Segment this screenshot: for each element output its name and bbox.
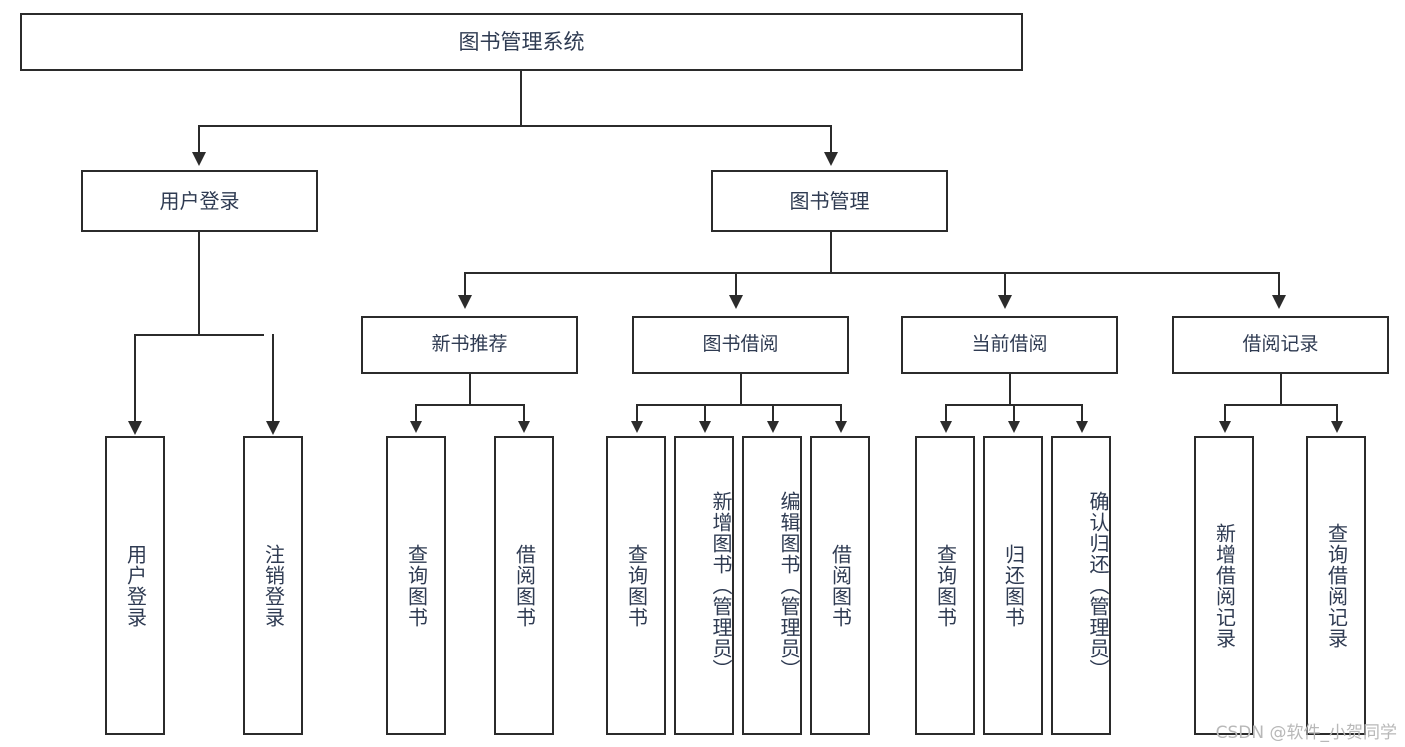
- node-label: 新增图书（管理员）: [709, 491, 733, 680]
- leaf-book-borrow-borrow-book[interactable]: 借阅图书: [810, 436, 870, 735]
- leaf-new-book-query-book[interactable]: 查询图书: [386, 436, 446, 735]
- leaf-book-borrow-edit-book-admin[interactable]: 编辑图书（管理员）: [742, 436, 802, 735]
- node-label: 查询图书: [404, 543, 429, 628]
- connector-book-borrow-bus: [636, 404, 842, 406]
- leaf-book-borrow-add-book-admin[interactable]: 新增图书（管理员）: [674, 436, 734, 735]
- arrow-bm-to-new-book: [458, 295, 472, 309]
- connector-br-to-leaf-1: [1224, 404, 1226, 422]
- leaf-borrow-records-query-record[interactable]: 查询借阅记录: [1306, 436, 1366, 735]
- connector-book-management-bus: [464, 272, 1280, 274]
- arrow-br-to-leaf-1: [1219, 421, 1231, 433]
- node-new-book-recommendation[interactable]: 新书推荐: [361, 316, 578, 374]
- leaf-current-borrow-return-book[interactable]: 归还图书: [983, 436, 1043, 735]
- arrow-bb-to-leaf-3: [767, 421, 779, 433]
- connector-new-book-to-leaf-1: [415, 404, 417, 422]
- node-label: 注销登录: [261, 543, 286, 628]
- connector-user-login-to-leaf-2: [272, 334, 274, 422]
- node-label: 借阅图书: [512, 543, 537, 628]
- node-user-login[interactable]: 用户登录: [81, 170, 318, 232]
- node-label: 用户登录: [159, 188, 240, 213]
- connector-root-bus: [198, 125, 832, 127]
- node-label: 图书管理: [789, 188, 870, 213]
- connector-root-to-book-management: [830, 125, 832, 153]
- connector-new-book-stem: [469, 374, 471, 406]
- arrow-user-login-to-leaf-1: [128, 421, 142, 435]
- connector-br-to-leaf-2: [1336, 404, 1338, 422]
- node-label: 归还图书: [1001, 543, 1026, 628]
- arrow-bb-to-leaf-1: [631, 421, 643, 433]
- connector-cb-to-leaf-1: [945, 404, 947, 422]
- arrow-bm-to-records: [1272, 295, 1286, 309]
- leaf-user-login-login[interactable]: 用户登录: [105, 436, 165, 735]
- leaf-book-borrow-query-book[interactable]: 查询图书: [606, 436, 666, 735]
- node-label: 查询图书: [933, 543, 958, 628]
- leaf-borrow-records-add-record[interactable]: 新增借阅记录: [1194, 436, 1254, 735]
- node-label: 借阅记录: [1242, 333, 1319, 356]
- leaf-current-borrow-query-book[interactable]: 查询图书: [915, 436, 975, 735]
- connector-bm-to-new-book: [464, 272, 466, 296]
- node-book-borrow[interactable]: 图书借阅: [632, 316, 849, 374]
- arrow-user-login-to-leaf-2: [266, 421, 280, 435]
- node-label: 图书管理系统: [458, 29, 585, 54]
- connector-bb-to-leaf-4: [840, 404, 842, 422]
- connector-book-borrow-stem: [740, 374, 742, 406]
- connector-cb-to-leaf-2: [1013, 404, 1015, 422]
- connector-new-book-bus: [415, 404, 525, 406]
- connector-bb-to-leaf-1: [636, 404, 638, 422]
- connector-root-stem: [520, 71, 522, 125]
- connector-borrow-records-stem: [1280, 374, 1282, 406]
- node-current-borrow[interactable]: 当前借阅: [901, 316, 1118, 374]
- arrow-cb-to-leaf-3: [1076, 421, 1088, 433]
- node-label: 当前借阅: [971, 333, 1048, 356]
- arrow-cb-to-leaf-2: [1008, 421, 1020, 433]
- node-label: 新增借阅记录: [1212, 522, 1237, 649]
- connector-cb-to-leaf-3: [1081, 404, 1083, 422]
- leaf-new-book-borrow-book[interactable]: 借阅图书: [494, 436, 554, 735]
- node-label: 编辑图书（管理员）: [777, 491, 801, 680]
- connector-bb-to-leaf-3: [772, 404, 774, 422]
- arrow-root-to-user-login: [192, 152, 206, 166]
- node-label: 用户登录: [123, 543, 148, 628]
- arrow-bb-to-leaf-2: [699, 421, 711, 433]
- connector-user-login-stem: [198, 232, 200, 336]
- arrow-bm-to-borrow: [729, 295, 743, 309]
- connector-user-login-bus: [134, 334, 264, 336]
- arrow-bm-to-current: [998, 295, 1012, 309]
- arrow-cb-to-leaf-1: [940, 421, 952, 433]
- node-root-book-management-system[interactable]: 图书管理系统: [20, 13, 1023, 71]
- connector-bm-to-records: [1278, 272, 1280, 296]
- leaf-user-login-logout[interactable]: 注销登录: [243, 436, 303, 735]
- node-borrow-records[interactable]: 借阅记录: [1172, 316, 1389, 374]
- node-label: 查询图书: [624, 543, 649, 628]
- connector-bm-to-borrow: [735, 272, 737, 296]
- arrow-new-book-to-leaf-2: [518, 421, 530, 433]
- node-book-management[interactable]: 图书管理: [711, 170, 948, 232]
- connector-new-book-to-leaf-2: [523, 404, 525, 422]
- node-label: 图书借阅: [702, 333, 779, 356]
- connector-book-management-stem: [830, 232, 832, 274]
- leaf-current-borrow-confirm-return-admin[interactable]: 确认归还（管理员）: [1051, 436, 1111, 735]
- connector-bm-to-current: [1004, 272, 1006, 296]
- node-label: 借阅图书: [828, 543, 853, 628]
- connector-bb-to-leaf-2: [704, 404, 706, 422]
- arrow-new-book-to-leaf-1: [410, 421, 422, 433]
- node-label: 确认归还（管理员）: [1086, 491, 1110, 680]
- connector-root-to-user-login: [198, 125, 200, 153]
- node-label: 新书推荐: [431, 333, 508, 356]
- connector-borrow-records-bus: [1224, 404, 1338, 406]
- arrow-br-to-leaf-2: [1331, 421, 1343, 433]
- connector-current-borrow-stem: [1009, 374, 1011, 406]
- arrow-bb-to-leaf-4: [835, 421, 847, 433]
- node-label: 查询借阅记录: [1324, 522, 1349, 649]
- connector-user-login-to-leaf-1: [134, 334, 136, 422]
- arrow-root-to-book-management: [824, 152, 838, 166]
